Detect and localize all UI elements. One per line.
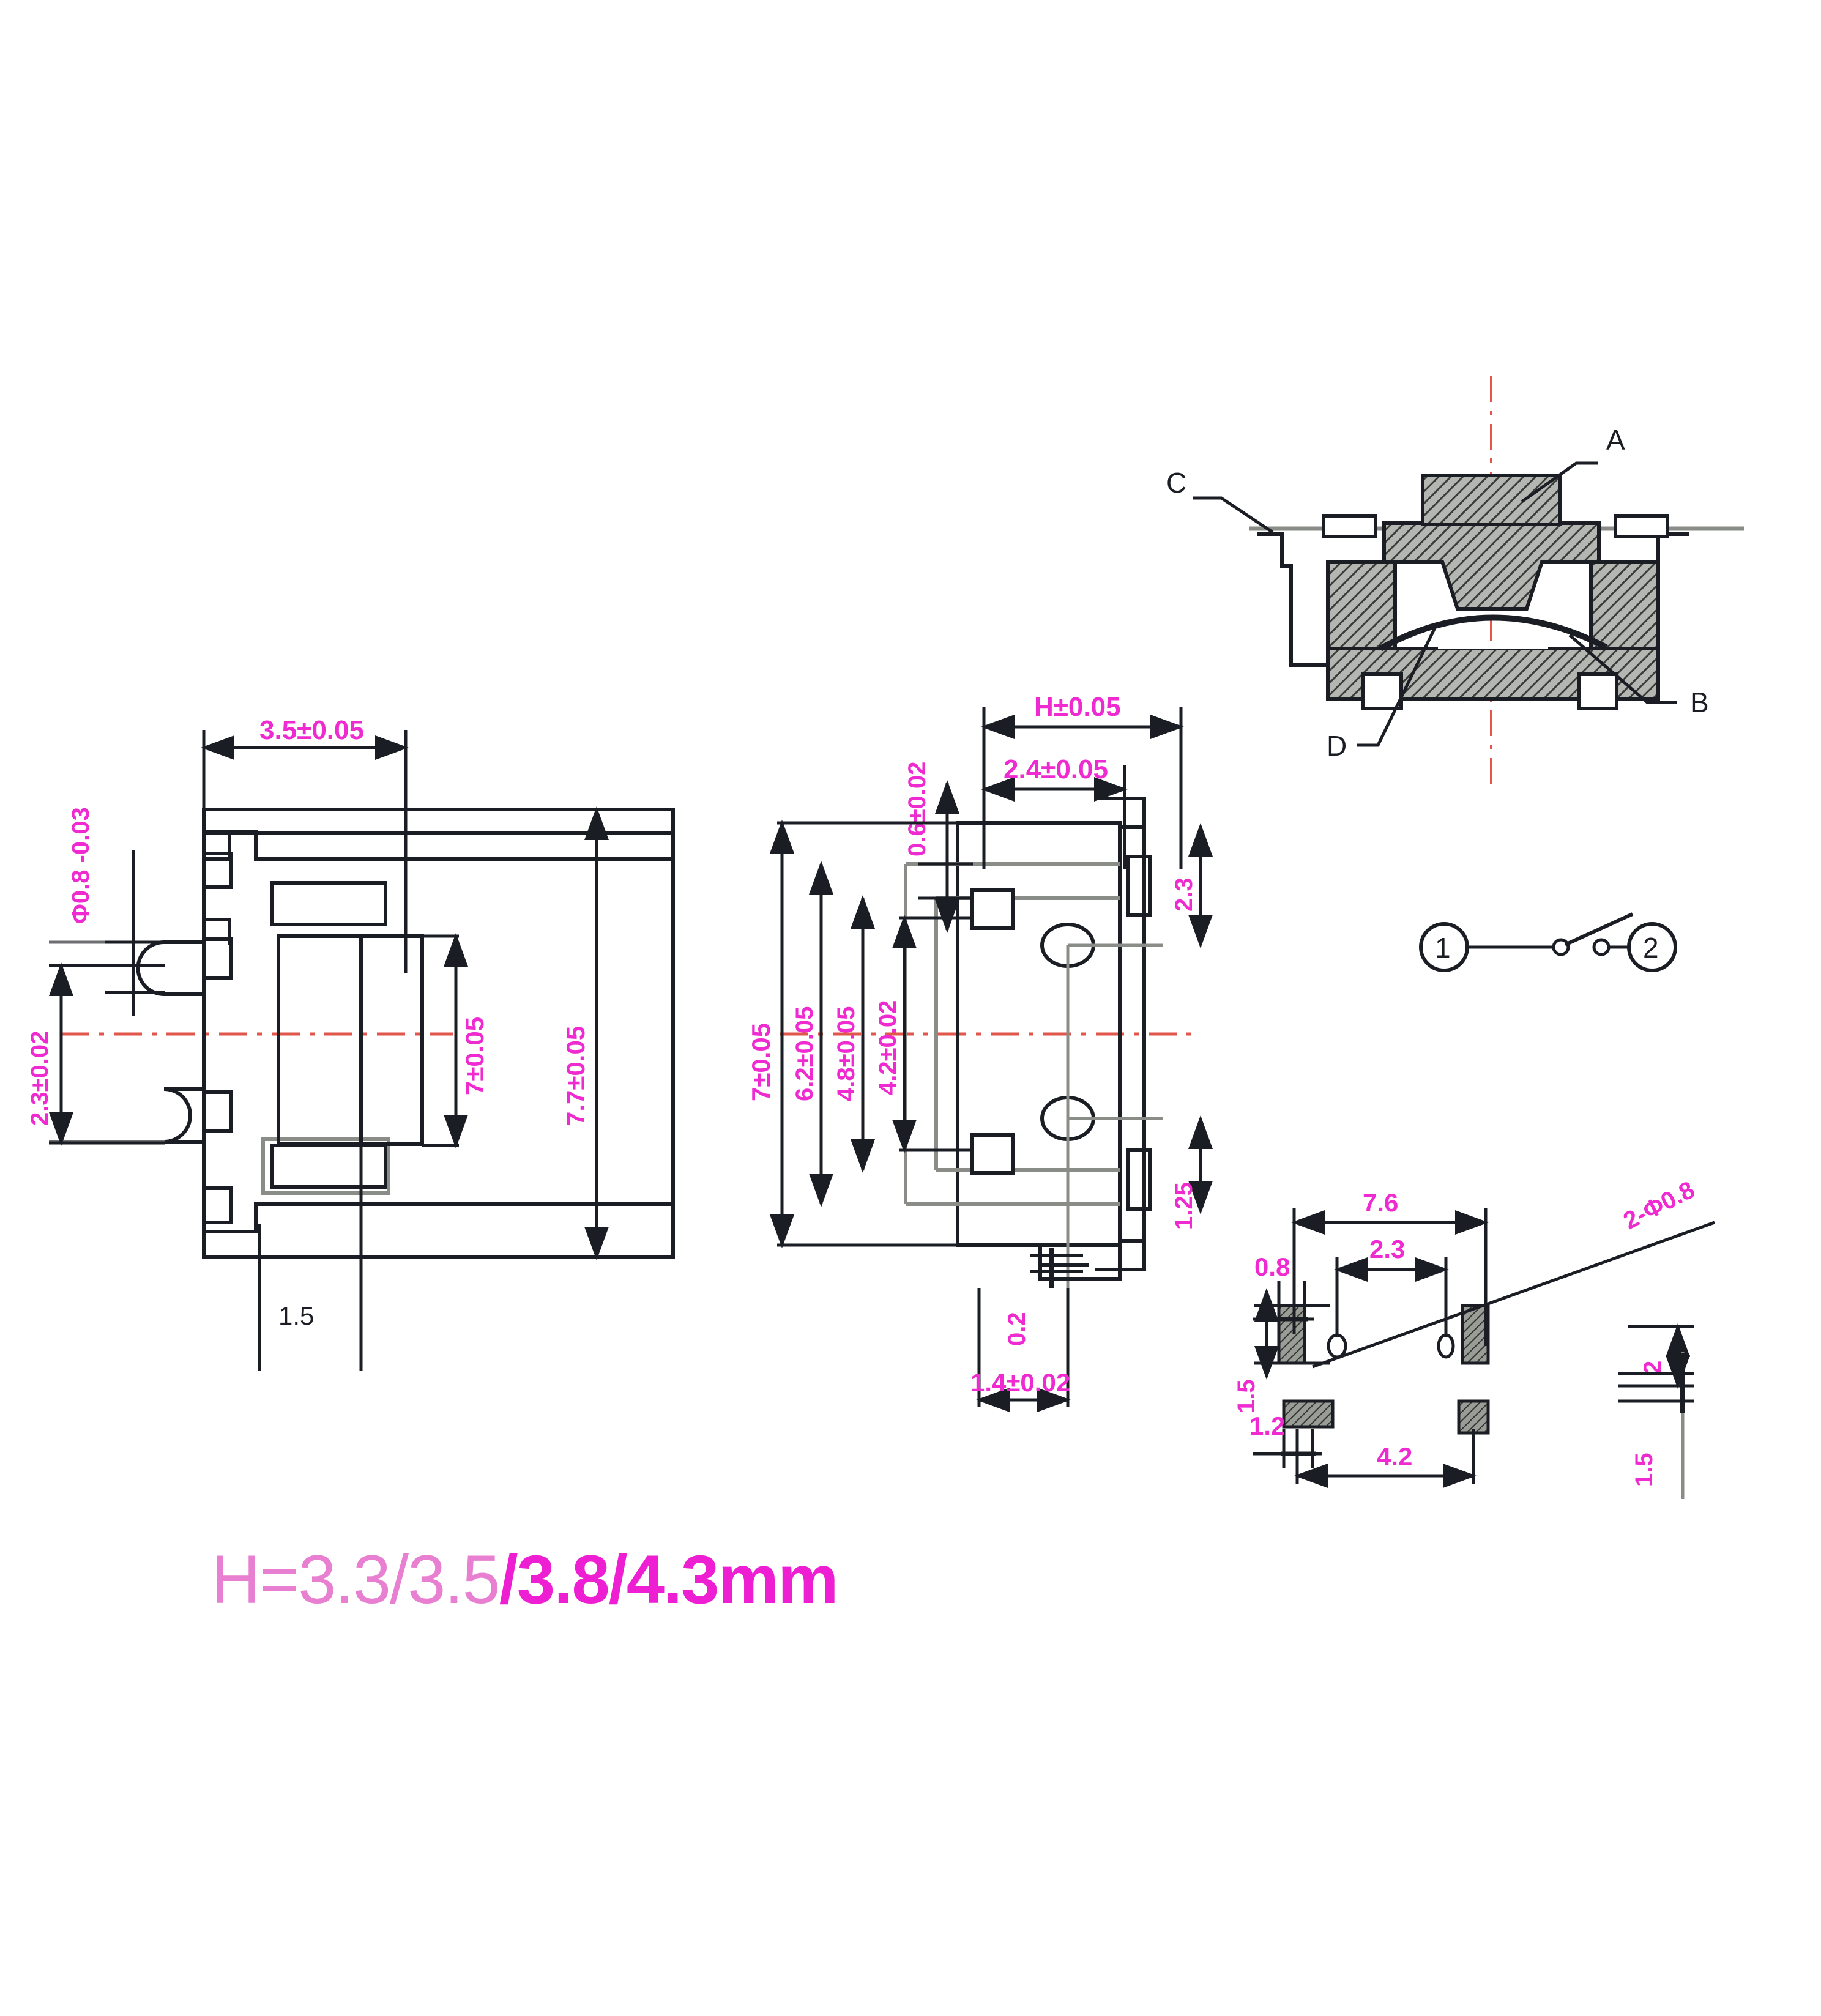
terminal-pad-bot-right: [1577, 672, 1618, 710]
dim-1p4: 1.4±0.02: [970, 1288, 1071, 1412]
dim-0p6: 0.6±0.02: [904, 762, 973, 933]
dim-pin-dia-label: Φ0.8 -0.03: [67, 807, 94, 924]
dim-H: H±0.05: [981, 692, 1184, 869]
side-tab-top: [1126, 855, 1152, 917]
pcb-pad-top-right: [1461, 1304, 1490, 1365]
front-bottom-notch: [204, 1202, 673, 1233]
side-tab-bottom: [1126, 1148, 1152, 1211]
switch-contact-left: [1552, 938, 1570, 956]
dim-H-label: H±0.05: [1034, 692, 1121, 722]
dim-pin-dia: Φ0.8 -0.03: [67, 807, 165, 1016]
dim-1p4-label: 1.4±0.02: [970, 1368, 1070, 1397]
front-view: 3.5±0.05 7±0.05 7.7±0.05 Φ0.8 -0.03: [26, 715, 675, 1371]
svg-text:H=3.3/3.5/3.8/4.3mm: H=3.3/3.5/3.8/4.3mm: [211, 1541, 838, 1618]
callout-d-label: D: [1327, 730, 1347, 762]
dim-3p5-label: 3.5±0.05: [259, 715, 364, 745]
dim-pcb-1p5-left-label: 1.5: [1233, 1379, 1260, 1413]
dim-2p3-label: 2.3±0.02: [26, 1031, 53, 1126]
front-upper-window: [270, 881, 387, 926]
dim-0p8-label: 0.8: [1254, 1252, 1290, 1281]
callout-a-label: A: [1606, 424, 1625, 456]
pcb-footprint: 2-Φ0.8 7.6 2.3 0.8 1.5: [1233, 1177, 1715, 1499]
front-pin-lower: [163, 1087, 204, 1144]
dim-4p2-label: 4.2±0.02: [874, 1000, 901, 1095]
title-prefix: H=3.3/3.5: [211, 1541, 499, 1618]
front-lower-window-2: [261, 1137, 390, 1195]
terminal-1-label: 1: [1435, 932, 1451, 964]
dim-1p25-label: 1.25: [1171, 1182, 1197, 1230]
side-foot: [1038, 1245, 1122, 1281]
callout-a-leader: [1521, 461, 1598, 504]
dim-7p6-label: 7.6: [1363, 1188, 1398, 1217]
side-contact-block-top: [970, 888, 1015, 930]
title-suffix: /3.8/4.3mm: [499, 1541, 838, 1618]
callout-b-leader: [1568, 634, 1677, 704]
terminal-pad-top-right: [1614, 514, 1669, 538]
dim-4p8: 4.8±0.05: [833, 895, 875, 1173]
terminal-pad-top-left: [1322, 514, 1377, 538]
front-top-notch: [204, 830, 673, 861]
dim-2-right-label: 2: [1639, 1361, 1666, 1374]
dim-pcb-1p5-bot-label: 1.5: [1631, 1452, 1658, 1487]
dim-1p2-label: 1.2: [1249, 1412, 1285, 1440]
callout-c-label: C: [1166, 467, 1186, 499]
callout-b-label: B: [1690, 686, 1709, 718]
dim-0p6-label: 0.6±0.02: [904, 762, 931, 857]
title-block: H=3.3/3.5/3.8/4.3mm: [211, 1541, 839, 1618]
dim-side-2p3: 2.3: [1171, 823, 1213, 948]
dim-6p2-label: 6.2±0.05: [791, 1006, 818, 1101]
dim-1p2: 1.2: [1249, 1412, 1322, 1468]
dim-6p2: 6.2±0.05: [791, 861, 833, 1207]
side-view: H±0.05 2.4±0.05 0.6±0.02 7±0.05 6.2±0.05: [747, 692, 1213, 1412]
dim-2p4-label: 2.4±0.05: [1004, 754, 1108, 784]
dim-4p2-pcb-label: 4.2: [1377, 1442, 1412, 1471]
dim-3p5: 3.5±0.05: [201, 715, 409, 973]
terminal-pad-bot-left: [1361, 672, 1403, 710]
dim-side-7: 7±0.05: [747, 820, 961, 1248]
pcb-hole-leader: [1312, 1221, 1715, 1369]
dim-7-label: 7±0.05: [460, 1017, 489, 1095]
callout-c-leader: [1193, 496, 1274, 534]
switch-contact-right: [1592, 938, 1611, 956]
cross-section-view: A B C D: [1166, 376, 1744, 789]
dim-1p25: 1.25: [1171, 1115, 1213, 1230]
pcb-pad-bot-left: [1282, 1399, 1335, 1429]
switch-blade: [1564, 912, 1634, 947]
dim-7p7-label: 7.7±0.05: [561, 1026, 590, 1126]
pcb-pad-bot-right: [1457, 1399, 1490, 1435]
dim-1p5-label: 1.5: [278, 1301, 314, 1330]
dim-4p2-pcb: 4.2: [1294, 1429, 1477, 1488]
dim-pcb-2p3-label: 2.3: [1369, 1235, 1405, 1263]
side-contact-block-bottom: [970, 1133, 1015, 1175]
dim-1p5: 1.5: [258, 1144, 363, 1371]
dim-0p2-label: 0.2: [1004, 1312, 1030, 1346]
dim-7p7: 7.7±0.05: [561, 806, 673, 1260]
front-left-steps: [204, 852, 233, 1224]
dim-4p2: 4.2±0.02: [874, 915, 973, 1153]
dim-pcb-2p3: 2.3: [1334, 1235, 1449, 1337]
front-center-block: [277, 934, 424, 1146]
dim-7: 7±0.05: [422, 933, 489, 1148]
callout-d-leader: [1357, 623, 1439, 747]
terminal-2-label: 2: [1643, 932, 1659, 964]
pcb-pad-top-left: [1277, 1304, 1306, 1365]
schematic-symbol: 1 2: [1419, 912, 1677, 972]
dome-contact: [1379, 614, 1608, 652]
dim-2p3: 2.3±0.02: [26, 962, 165, 1146]
plunger-head: [1421, 474, 1562, 526]
dim-7p6: 7.6: [1291, 1188, 1489, 1346]
dim-4p8-label: 4.8±0.05: [833, 1006, 860, 1101]
dim-0p2: 0.2: [1004, 1312, 1030, 1346]
dim-pcb-1p5-bot: 1.5: [1618, 1352, 1694, 1499]
dim-side-7-label: 7±0.05: [747, 1023, 775, 1101]
dim-pcb-1p5-left: 1.5: [1233, 1288, 1330, 1413]
dim-side-2p3-label: 2.3: [1171, 877, 1197, 912]
dim-2p4: 2.4±0.05: [981, 754, 1128, 869]
